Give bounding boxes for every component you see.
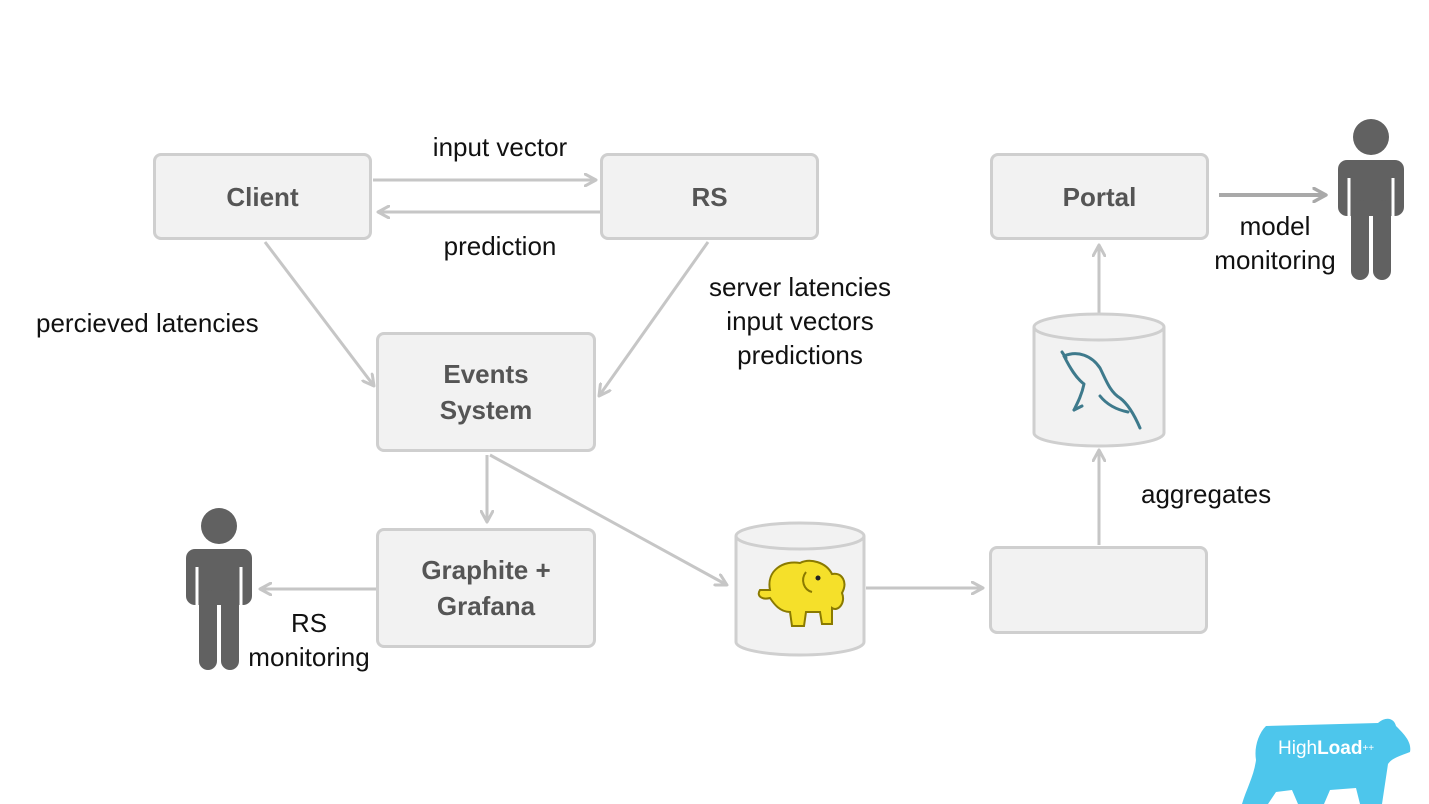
highload-logo-text: HighLoad++	[1278, 738, 1374, 760]
person-icon	[1338, 119, 1404, 280]
label-rs-outputs: server latencies input vectors predictio…	[708, 272, 892, 370]
logo-sup: ++	[1362, 743, 1375, 754]
arrow-rs-to-events	[599, 241, 710, 396]
label-prediction: prediction	[443, 231, 557, 261]
events-system-label: Events System	[439, 359, 533, 425]
rs-node: RS	[600, 153, 819, 240]
portal-label: Portal	[1062, 181, 1137, 212]
person-icon	[186, 508, 252, 670]
person-icon-detail	[1347, 178, 1395, 220]
client-label: Client	[226, 181, 299, 212]
arrow-events-to-hadoop	[489, 453, 727, 585]
graphite-grafana-label: Graphite + Grafana	[421, 555, 551, 621]
rs-label: RS	[691, 181, 728, 212]
label-aggregates: aggregates	[1141, 479, 1272, 509]
label-perceived-latencies: percieved latencies	[36, 308, 259, 338]
mysql-cylinder	[1032, 312, 1166, 448]
graphite-grafana-node: Graphite + Grafana	[376, 528, 596, 648]
label-input-vector: input vector	[432, 132, 568, 162]
person-icon-detail	[195, 567, 243, 608]
logo-text-light: High	[1278, 738, 1318, 759]
events-system-node: Events System	[376, 332, 596, 452]
label-model-monitoring: model monitoring	[1214, 211, 1336, 275]
oozie-node	[989, 546, 1208, 634]
label-rs-monitoring: RS monitoring	[248, 608, 370, 672]
highload-bear-logo	[1242, 718, 1411, 804]
logo-text-bold: Load	[1317, 738, 1363, 759]
portal-node: Portal	[990, 153, 1209, 240]
mysql-dolphin-icon	[1060, 350, 1142, 430]
arrow-client-to-events	[263, 241, 374, 386]
hadoop-elephant-icon	[757, 559, 846, 627]
client-node: Client	[153, 153, 372, 240]
